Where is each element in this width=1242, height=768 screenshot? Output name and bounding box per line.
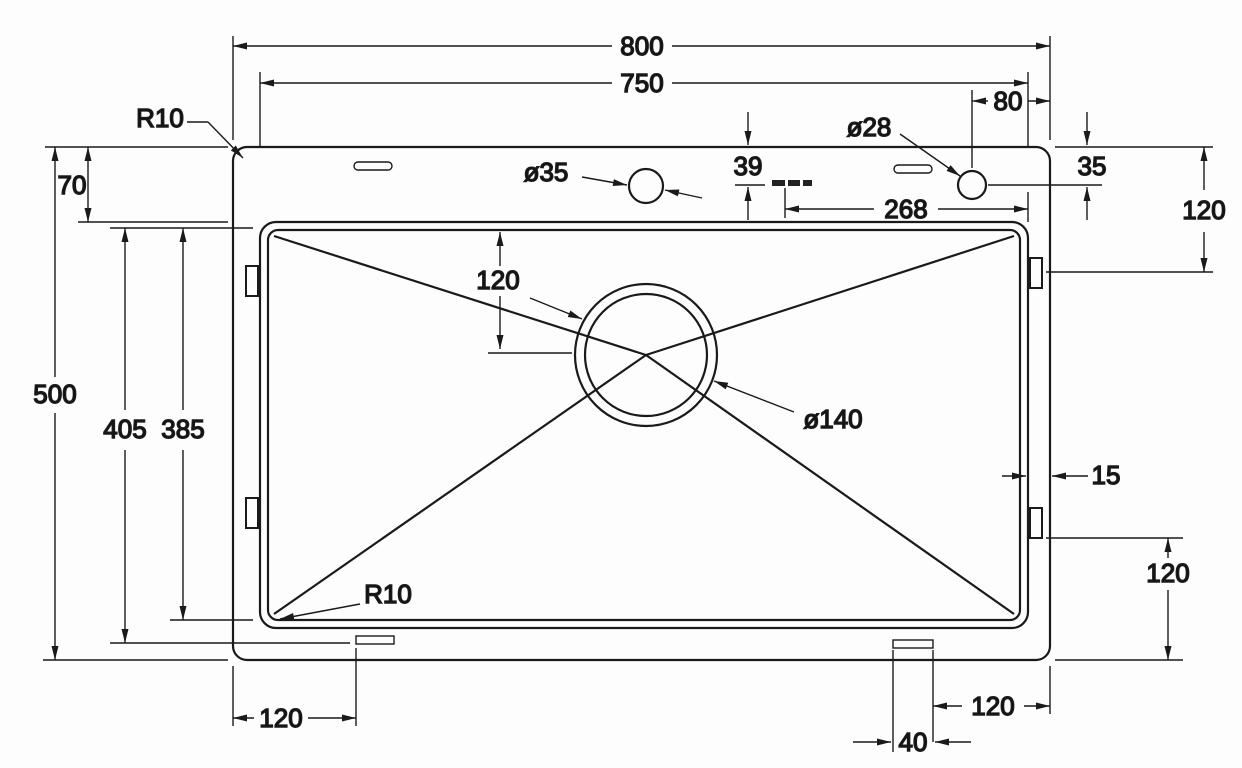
drain-circle-outer <box>573 282 719 428</box>
dim-bowl-outer-height: 405 <box>103 228 147 643</box>
dim-tab-offset-right: 120 <box>933 690 1050 722</box>
bottom-tab-right <box>892 639 934 649</box>
dim-stamp-offset-top-label: 39 <box>734 151 763 181</box>
dim-drain-offset-top-label: 120 <box>476 265 519 295</box>
dim-edge-gap: 15 <box>1002 459 1121 491</box>
bowl-inner-edge <box>266 228 1022 622</box>
dim-stamp-offset-right: 268 <box>785 193 1028 225</box>
dim-overall-height-label: 500 <box>33 379 76 409</box>
dim-tab-offset-left: 120 <box>233 702 356 734</box>
dim-tab-offset-right-label: 120 <box>971 691 1014 721</box>
dim-corner-radius-top: R10 <box>135 102 244 159</box>
dim-corner-radius-top-label: R10 <box>136 103 184 133</box>
mounting-clip-left-top <box>245 265 259 297</box>
dim-hole-offset-top: 35 <box>1077 112 1107 220</box>
flange-slot-left <box>353 161 393 171</box>
dim-stamp-offset-right-label: 268 <box>884 194 927 224</box>
dim-drain-dia: ø140 <box>713 380 863 435</box>
dim-flange-right-top: 120 <box>1182 147 1226 272</box>
dim-edge-gap-label: 15 <box>1092 460 1121 490</box>
dim-hole-offset-right: 80 <box>972 85 1050 117</box>
faucet-hole-small <box>956 169 988 201</box>
dim-overall-width-label: 800 <box>620 31 663 61</box>
dim-drain-offset-top: 120 <box>476 232 583 349</box>
dim-inner-width: 750 <box>260 67 1028 99</box>
dim-overall-width: 800 <box>233 30 1050 62</box>
faucet-hole-large <box>627 167 665 205</box>
dim-hole-large-dia-label: ø35 <box>524 157 569 187</box>
dim-flange-height: 70 <box>57 147 92 222</box>
dim-clip-offset-bottom-right-label: 120 <box>1146 558 1189 588</box>
dim-bowl-inner-height-label: 385 <box>161 414 204 444</box>
flange-slot-right <box>893 164 933 174</box>
dim-hole-offset-right-label: 80 <box>994 86 1023 116</box>
dim-hole-small-dia-label: ø28 <box>847 112 892 142</box>
dim-flange-right-top-label: 120 <box>1182 195 1225 225</box>
dim-flange-height-label: 70 <box>58 170 87 200</box>
dim-hole-large-dia: ø35 <box>523 156 703 199</box>
dim-bowl-outer-height-label: 405 <box>103 414 146 444</box>
dim-bowl-inner-height: 385 <box>161 228 205 620</box>
dim-tab-width: 40 <box>853 726 971 758</box>
sink-outline <box>231 145 1052 662</box>
bowl-crease-lines <box>273 234 1015 615</box>
dim-clip-offset-bottom-right: 120 <box>1146 538 1190 660</box>
bowl-outer-edge <box>258 220 1030 630</box>
dim-drain-dia-label: ø140 <box>803 404 862 434</box>
mounting-clip-right-top <box>1029 257 1043 289</box>
dim-tab-offset-left-label: 120 <box>259 703 302 733</box>
dim-corner-radius-bowl: R10 <box>279 578 413 620</box>
dim-hole-offset-top-label: 35 <box>1078 151 1107 181</box>
dim-corner-radius-bowl-label: R10 <box>364 579 412 609</box>
dim-stamp-offset-top: 39 <box>733 112 763 220</box>
dim-hole-small-dia: ø28 <box>846 111 961 177</box>
dim-overall-height: 500 <box>33 147 77 660</box>
extension-lines <box>43 36 1213 752</box>
sink-outer-edge <box>231 145 1052 662</box>
bottom-tab-left <box>355 635 395 645</box>
mounting-clip-left-bottom <box>245 497 259 529</box>
dim-tab-width-label: 40 <box>899 727 928 757</box>
brand-stamp-mark <box>772 180 812 186</box>
dim-inner-width-label: 750 <box>620 68 663 98</box>
drain-circle-inner <box>583 292 709 418</box>
mounting-clip-right-bottom <box>1029 507 1043 539</box>
